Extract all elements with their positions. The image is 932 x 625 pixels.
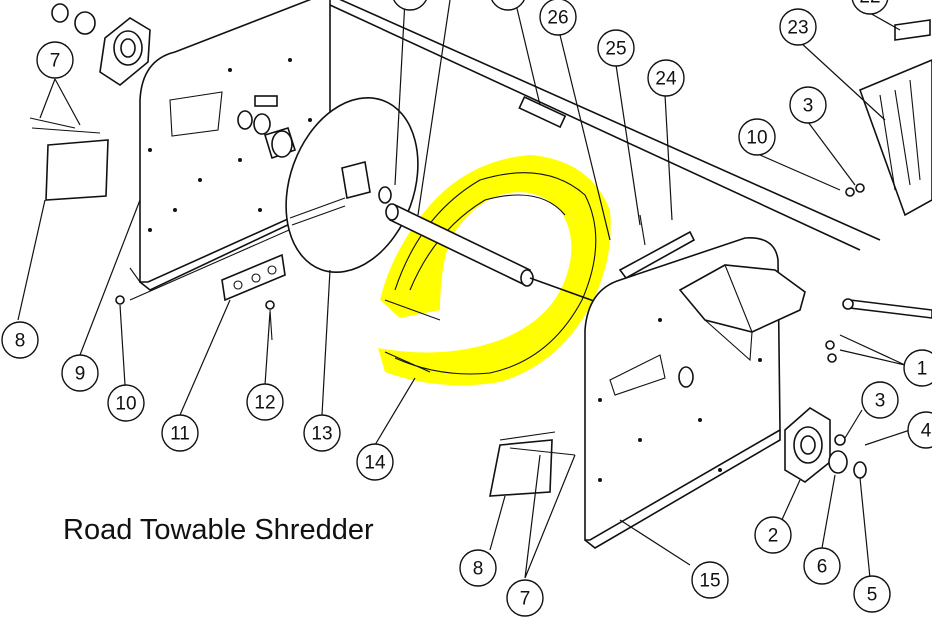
main-shaft — [385, 203, 606, 306]
right-bearing-flange — [784, 407, 867, 483]
partial-callouts — [393, 0, 525, 11]
right-hardware — [825, 19, 932, 363]
callout-8: 8 — [459, 549, 497, 587]
callout-24: 24 — [647, 59, 685, 97]
callout-number: 8 — [473, 559, 484, 580]
callout-number: 26 — [547, 8, 568, 29]
callout-4: 4 — [907, 411, 932, 449]
callout-number: 6 — [817, 557, 828, 578]
callout-2: 2 — [754, 516, 792, 554]
knife-bracket — [618, 214, 696, 280]
callout-12: 12 — [246, 383, 284, 421]
discharge-chute — [678, 264, 806, 362]
callout-number: 14 — [364, 453, 386, 474]
left-bearing-flange — [51, 3, 151, 86]
callout-number: 4 — [921, 421, 932, 442]
callout-10: 10 — [738, 118, 776, 156]
rotor-disc — [285, 97, 419, 273]
callout-5: 5 — [853, 575, 891, 613]
callout-26: 26 — [539, 0, 577, 36]
callout-number: 10 — [115, 394, 136, 415]
callout-number: 11 — [170, 424, 190, 445]
callout-number: 12 — [254, 393, 275, 414]
callout-3: 3 — [789, 86, 827, 124]
highlighted-flail-assembly — [378, 155, 611, 386]
left-hardware — [237, 95, 567, 160]
callout-14: 14 — [356, 443, 394, 481]
callout-8: 8 — [1, 321, 39, 359]
callout-25: 25 — [597, 29, 635, 67]
callout-3: 3 — [861, 381, 899, 419]
callout-23: 23 — [779, 8, 817, 46]
callout-number: 3 — [875, 391, 886, 412]
callout-10: 10 — [107, 384, 145, 422]
callout-11: 11 — [161, 414, 199, 452]
rear-rail — [329, 0, 881, 251]
top-right-hopper — [858, 59, 932, 217]
callout-number: 25 — [605, 39, 626, 60]
callout-number: 23 — [787, 18, 808, 39]
callout-22: 22 — [851, 0, 889, 15]
callout-number: 13 — [311, 424, 332, 445]
callout-number: 9 — [75, 364, 86, 385]
callout-number: 24 — [655, 69, 677, 90]
callout-number: 1 — [917, 359, 928, 380]
callout-number: 8 — [15, 331, 26, 352]
callout-7: 7 — [506, 579, 544, 617]
diagram-caption: Road Towable Shredder — [63, 514, 374, 546]
leader-lines — [17, 0, 911, 579]
callout-number: 2 — [768, 526, 779, 547]
callout-1: 1 — [903, 349, 932, 387]
left-cover-plate — [29, 117, 109, 201]
callout-number: 3 — [803, 96, 814, 117]
callout-6: 6 — [803, 547, 841, 585]
callout-number: 7 — [520, 589, 531, 610]
callout-number: 5 — [867, 585, 878, 606]
callout-number: 10 — [746, 128, 767, 149]
callout-9: 9 — [61, 354, 99, 392]
small-bolts — [115, 295, 275, 341]
callout-number: 7 — [50, 51, 61, 72]
mounting-bar — [221, 253, 286, 302]
callout-7: 7 — [36, 41, 74, 79]
callout-number: 15 — [699, 571, 720, 592]
callout-number: 22 — [859, 0, 880, 8]
callout-13: 13 — [303, 414, 341, 452]
callout-15: 15 — [691, 561, 729, 599]
